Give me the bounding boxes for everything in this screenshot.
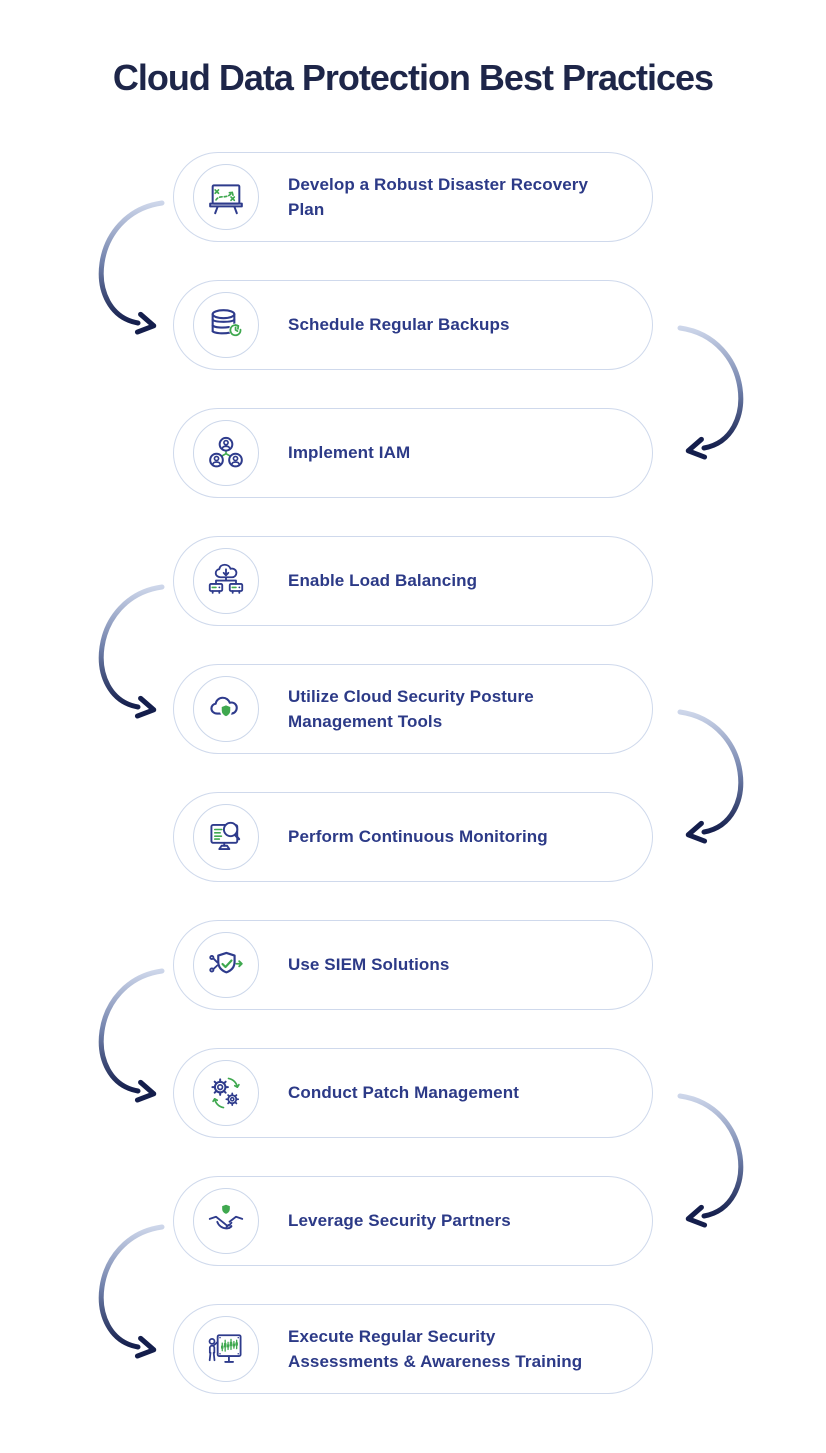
flow-arrow-right-5-6 [677,709,744,844]
practice-label: Develop a Robust Disaster Recovery Plan [288,174,589,220]
practice-label: Perform Continuous Monitoring [288,827,548,847]
practice-card-patch-management: Conduct Patch Management [173,1048,653,1138]
icon-circle [193,292,259,358]
presentation-training-icon [208,1334,242,1363]
load-balancing-icon [208,563,244,594]
practice-label: Schedule Regular Backups [288,315,510,335]
flow-arrow-right-2-3 [677,325,744,460]
icon-circle [193,676,259,742]
icon-circle [193,1060,259,1126]
practice-label: Implement IAM [288,443,411,463]
icon-circle [193,548,259,614]
practice-card-siem: Use SIEM Solutions [173,920,653,1010]
monitor-search-icon [210,821,241,851]
flow-arrow-left-7-8 [98,968,165,1103]
icon-circle [193,804,259,870]
database-backup-icon [211,309,243,337]
flow-arrow-left-4-5 [98,584,165,719]
strategy-board-icon [209,184,243,215]
icon-circle [193,1188,259,1254]
icon-circle [193,164,259,230]
icon-circle [193,1316,259,1382]
flow-arrow-left-1-2 [98,200,165,335]
practice-card-load-balancing: Enable Load Balancing [173,536,653,626]
practice-label: Leverage Security Partners [288,1211,511,1231]
flow-arrow-left-9-10 [98,1224,165,1359]
page-title: Cloud Data Protection Best Practices [112,57,714,98]
iam-users-icon [209,436,243,468]
practice-label: Utilize Cloud Security Posture Managemen… [288,686,534,732]
practice-label: Use SIEM Solutions [288,955,450,975]
practice-card-security-partners: Leverage Security Partners [173,1176,653,1266]
icon-circle [193,932,259,998]
icon-circle [193,420,259,486]
practice-card-assessments-training: Execute Regular Security Assessments & A… [173,1304,653,1394]
practice-label: Execute Regular Security Assessments & A… [288,1326,583,1372]
practice-card-cspm: Utilize Cloud Security Posture Managemen… [173,664,653,754]
practice-card-iam: Implement IAM [173,408,653,498]
cloud-shield-icon [210,696,238,719]
practice-label: Conduct Patch Management [288,1083,519,1103]
practice-card-monitoring: Perform Continuous Monitoring [173,792,653,882]
handshake-shield-icon [208,1204,244,1230]
practice-label: Enable Load Balancing [288,571,478,591]
shield-check-flow-icon [209,951,243,974]
practice-card-backups: Schedule Regular Backups [173,280,653,370]
flow-arrow-right-8-9 [677,1093,744,1228]
gears-refresh-icon [211,1077,240,1109]
practice-card-disaster-recovery: Develop a Robust Disaster Recovery Plan [173,152,653,242]
